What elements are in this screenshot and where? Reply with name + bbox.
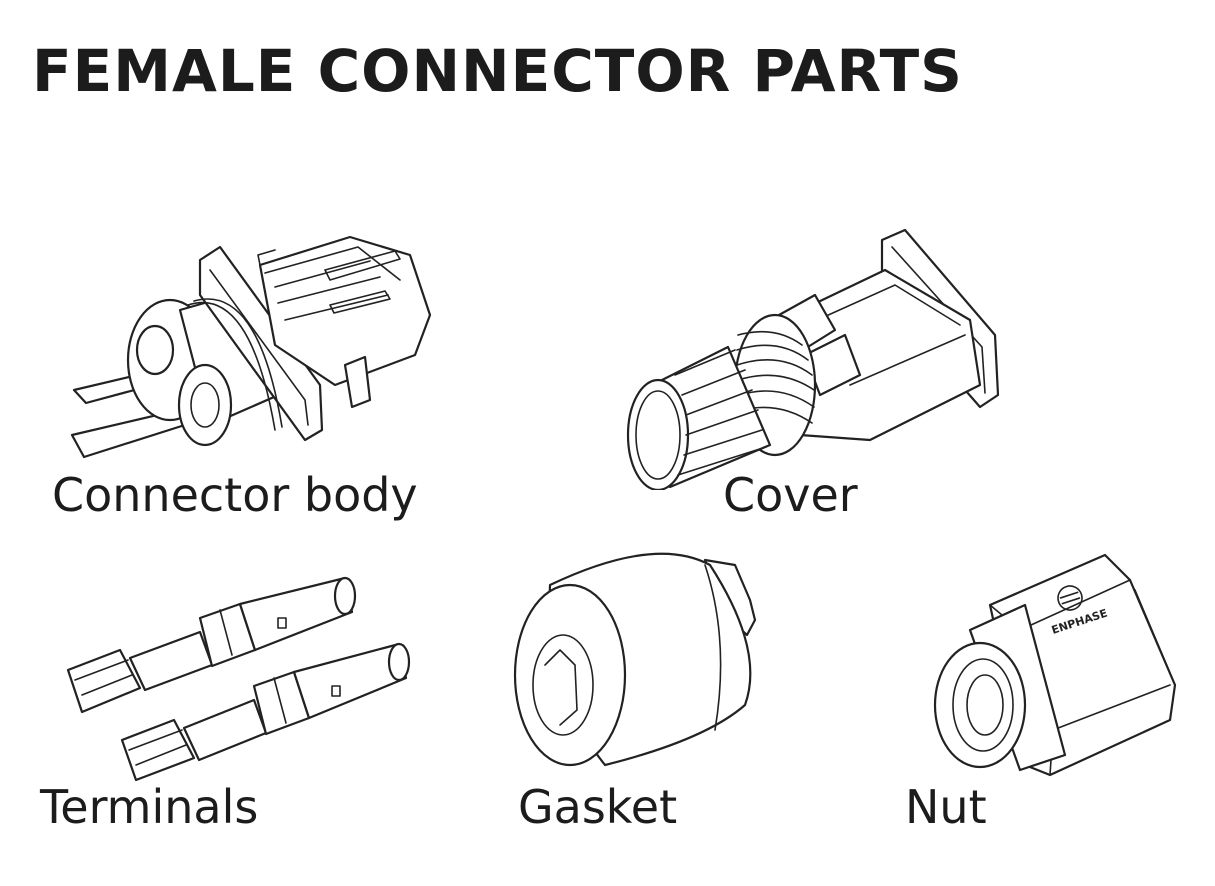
enphase-logo (1057, 585, 1083, 611)
label-connector-body: Connector body (52, 468, 418, 522)
terminals-part (60, 570, 415, 785)
cover-drawing (626, 228, 1000, 492)
terminal-lower (120, 642, 411, 782)
nut-drawing: ENPHASE (933, 553, 1177, 777)
connector-body-drawing (70, 235, 432, 459)
page-title: FEMALE CONNECTOR PARTS (32, 37, 963, 105)
label-nut: Nut (905, 780, 987, 834)
label-cover: Cover (723, 468, 858, 522)
cover-part (620, 225, 1005, 492)
label-terminals: Terminals (40, 780, 259, 834)
label-gasket: Gasket (518, 780, 678, 834)
nut-part: ENPHASE (925, 550, 1180, 780)
gasket-part (505, 540, 765, 775)
terminal-upper (66, 576, 357, 714)
connector-body-part (60, 225, 440, 470)
gasket-drawing (513, 552, 757, 767)
terminals-drawing (66, 576, 411, 782)
